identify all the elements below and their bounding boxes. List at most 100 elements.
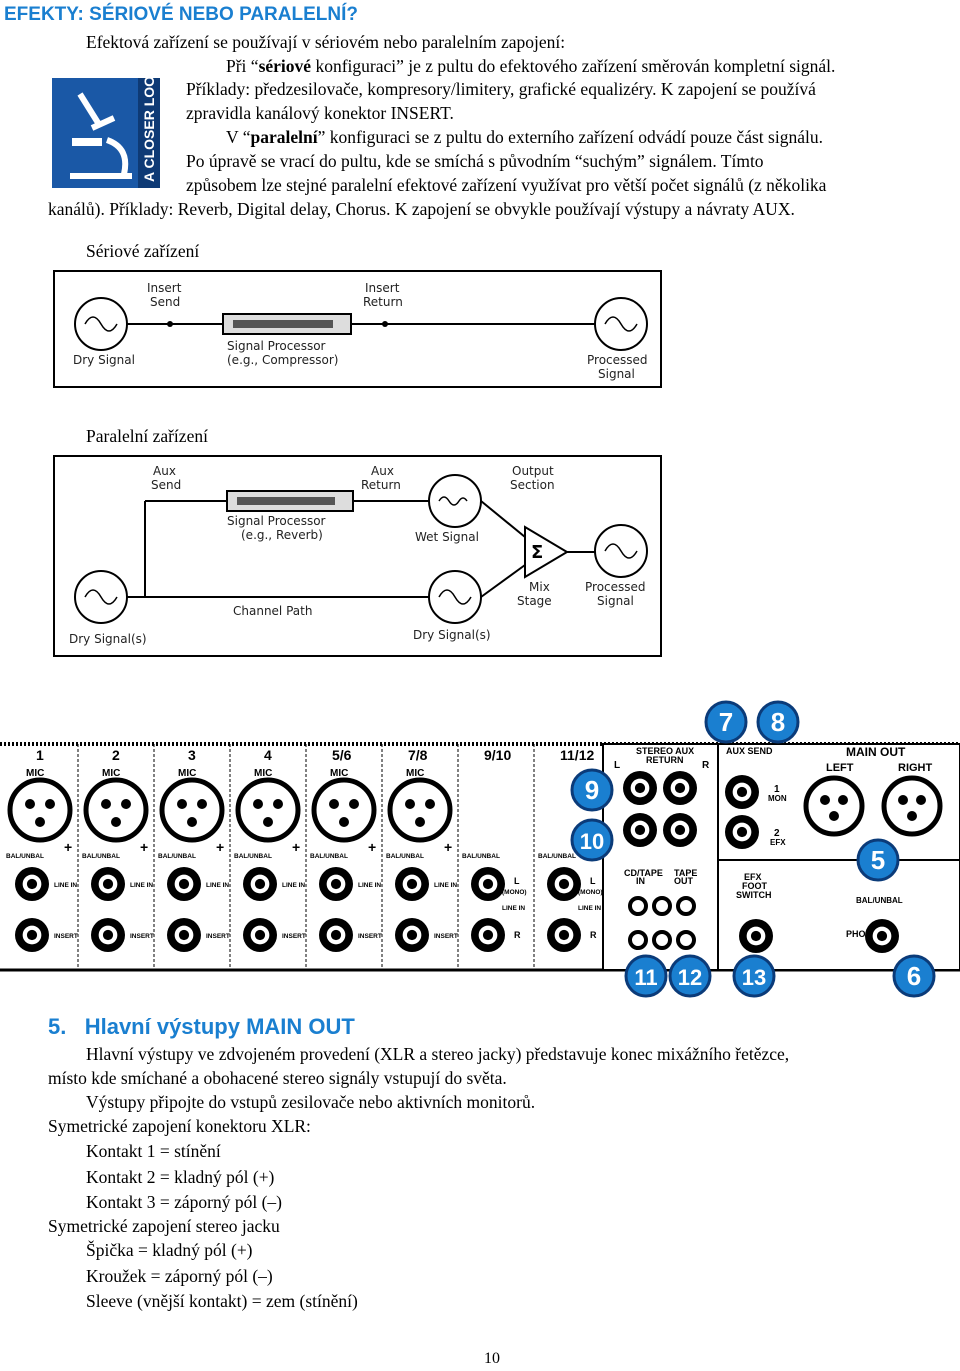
signal-processor-label: Signal Processor [227, 339, 326, 353]
xlr-output-icon [803, 775, 865, 837]
svg-text:RIGHT: RIGHT [898, 762, 933, 774]
svg-text:(e.g., Reverb): (e.g., Reverb) [241, 528, 323, 542]
svg-text:L: L [514, 876, 520, 886]
intro-line-2: Při “sériové konfiguraci” je z pultu do … [226, 56, 836, 76]
callout-6-icon [892, 954, 936, 998]
parallel-caption: Paralelní zařízení [86, 426, 208, 446]
section-5-heading: 5. Hlavní výstupy MAIN OUT [48, 1014, 355, 1039]
svg-text:R: R [702, 760, 710, 771]
svg-text:EFX: EFX [770, 838, 786, 847]
mix-stage-icon [524, 525, 569, 579]
section-5-line-2: místo kde smíchané a obohacené stereo si… [48, 1068, 507, 1088]
channel-path-label: Channel Path [233, 604, 312, 618]
callout-9-icon [570, 768, 614, 812]
svg-text:LINE IN: LINE IN [54, 882, 77, 889]
aux-return-label: Aux [371, 464, 394, 478]
intro-line-5: V “paralelní” konfiguraci se z pultu do … [226, 127, 823, 147]
callout-11-icon [624, 954, 668, 998]
svg-text:(e.g., Compressor): (e.g., Compressor) [227, 353, 338, 367]
svg-text:Return: Return [361, 478, 401, 492]
callout-number: 12 [678, 965, 702, 990]
mic-label: MIC [178, 768, 196, 779]
svg-text:INSERT: INSERT [434, 933, 458, 940]
aux-send-label: AUX SEND [726, 746, 773, 756]
svg-text:+: + [292, 839, 300, 855]
callout-number: 13 [742, 965, 766, 990]
svg-text:BAL/UNBAL: BAL/UNBAL [856, 896, 903, 905]
callout-number: 10 [580, 829, 604, 854]
channel-number: 2 [112, 747, 120, 763]
callout-12-icon [668, 954, 712, 998]
svg-text:BAL/UNBAL: BAL/UNBAL [462, 853, 500, 860]
insert-send-label: Insert [147, 281, 182, 295]
processed-signal-label: Processed [585, 580, 646, 594]
svg-text:BAL/UNBAL: BAL/UNBAL [538, 853, 576, 860]
rca-jack-icon [652, 896, 672, 916]
callout-8-icon [756, 700, 800, 744]
svg-text:BAL/UNBAL: BAL/UNBAL [386, 853, 424, 860]
callout-5-icon [856, 838, 900, 882]
section-5-line-3: Výstupy připojte do vstupů zesilovače ne… [86, 1092, 536, 1112]
svg-text:Section: Section [510, 478, 555, 492]
svg-text:INSERT: INSERT [54, 933, 78, 940]
dry-signal-label: Dry Signal [73, 353, 135, 367]
rca-jack-icon [652, 930, 672, 950]
jack-heading: Symetrické zapojení stereo jacku [48, 1216, 280, 1236]
rca-jack-icon [628, 896, 648, 916]
xlr-pin-2: Kontakt 2 = kladný pól (+) [86, 1167, 275, 1187]
xlr-heading: Symetrické zapojení konektoru XLR: [48, 1116, 311, 1136]
intro-line-1: Efektová zařízení se používají v sériové… [86, 32, 566, 52]
rca-jack-icon [628, 930, 648, 950]
svg-text:BAL/UNBAL: BAL/UNBAL [158, 853, 196, 860]
wet-signal-icon [428, 474, 482, 528]
xlr-input-icon [387, 777, 453, 843]
svg-text:+: + [140, 839, 148, 855]
callout-7-icon [704, 700, 748, 744]
svg-text:Stage: Stage [517, 594, 552, 608]
callout-number: 7 [719, 707, 733, 737]
svg-text:2: 2 [774, 828, 780, 839]
channel-number: 5/6 [332, 747, 352, 763]
svg-text:MON: MON [768, 794, 787, 803]
svg-text:LINE IN: LINE IN [130, 882, 153, 889]
xlr-input-icon [7, 777, 73, 843]
svg-text:BAL/UNBAL: BAL/UNBAL [310, 853, 348, 860]
tape-out-label: TAPE [674, 868, 697, 878]
svg-text:Signal: Signal [597, 594, 634, 608]
insert-return-label: Insert [365, 281, 400, 295]
xlr-input-icon [159, 777, 225, 843]
svg-text:OUT: OUT [674, 876, 694, 886]
svg-text:R: R [514, 930, 521, 940]
callout-number: 9 [585, 775, 599, 805]
signal-processor-label: Signal Processor [227, 514, 326, 528]
wet-signal-label: Wet Signal [415, 530, 479, 544]
svg-text:LEFT: LEFT [826, 762, 854, 774]
svg-text:+: + [368, 839, 376, 855]
svg-text:SWITCH: SWITCH [736, 890, 772, 900]
badge-text: A CLOSER LOOK [141, 78, 157, 182]
serial-caption: Sériové zařízení [86, 241, 200, 261]
svg-text:+: + [64, 839, 72, 855]
xlr-pin-1: Kontakt 1 = stínění [86, 1141, 221, 1161]
callout-number: 11 [634, 965, 657, 990]
svg-text:+: + [216, 839, 224, 855]
section-5-line-1: Hlavní výstupy ve zdvojeném provedení (X… [86, 1044, 790, 1064]
mic-label: MIC [330, 768, 348, 779]
xlr-input-icon [83, 777, 149, 843]
xlr-pin-3: Kontakt 3 = záporný pól (–) [86, 1192, 283, 1212]
svg-text:LINE IN: LINE IN [502, 905, 525, 912]
callout-10-icon [570, 818, 614, 862]
mic-label: MIC [254, 768, 272, 779]
jack-ring: Kroužek = záporný pól (–) [86, 1266, 273, 1286]
efx-foot-switch-label: EFX [744, 872, 762, 882]
svg-text:L: L [614, 760, 620, 771]
channel-number: 7/8 [408, 747, 428, 763]
channel-number: 11/12 [560, 747, 594, 763]
serial-diagram: Insert Send Insert Return Dry Signal Sig… [53, 270, 662, 388]
closer-look-badge: A CLOSER LOOK [52, 66, 160, 188]
rca-jack-icon [676, 930, 696, 950]
svg-text:BAL/UNBAL: BAL/UNBAL [6, 853, 44, 860]
svg-text:(MONO): (MONO) [502, 889, 527, 896]
channel-number: 3 [188, 747, 196, 763]
